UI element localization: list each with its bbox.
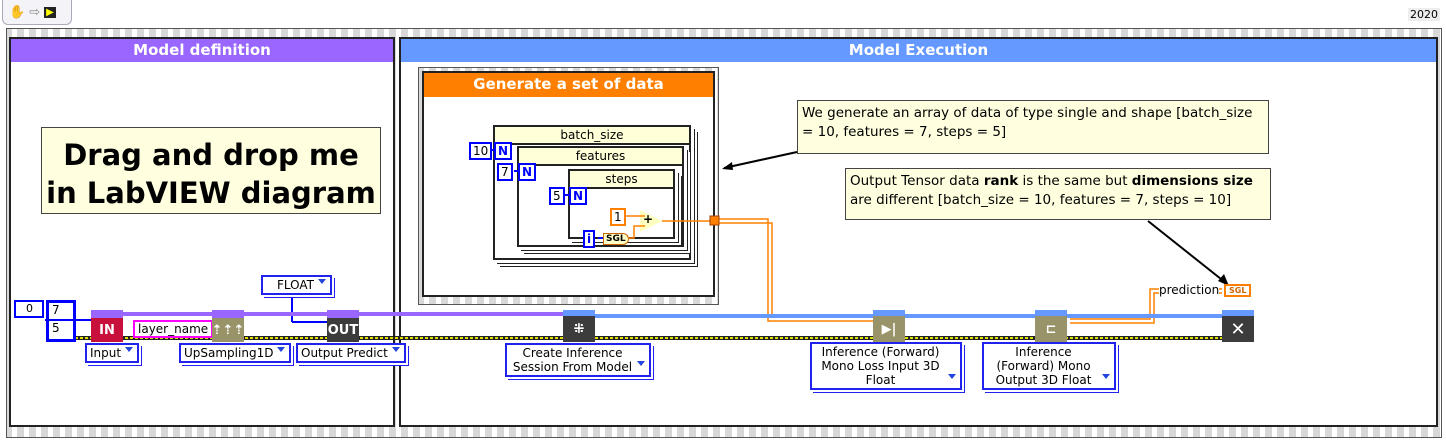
shape-value[interactable]: 7 — [49, 303, 73, 321]
forward-output-selector[interactable]: Inference (Forward) Mono Output 3D Float — [982, 342, 1116, 390]
features-constant[interactable]: 7 — [497, 163, 513, 181]
prediction-label: prediction — [1159, 283, 1220, 297]
count-terminal: N — [518, 163, 537, 181]
count-terminal: N — [569, 187, 588, 205]
hand-tool-icon[interactable]: ✋ — [9, 4, 26, 20]
note-bold: rank — [983, 173, 1019, 189]
output-layer-icon[interactable]: OUT — [327, 310, 359, 342]
one-constant[interactable]: 1 — [610, 208, 626, 226]
upsampling-layer-icon[interactable]: ⇡⇡⇡ — [212, 310, 244, 342]
release-session-icon[interactable]: ✕ — [1222, 310, 1254, 342]
loop-tunnel — [709, 215, 720, 226]
output-shape-note: Output Tensor data rank is the same but … — [845, 168, 1271, 220]
frame-title: Model Execution — [401, 39, 1436, 62]
add-label: + — [643, 212, 654, 226]
steps-constant[interactable]: 5 — [549, 187, 565, 205]
layer-name-constant[interactable]: layer_name — [133, 320, 214, 338]
loop-label: steps — [570, 171, 673, 189]
prediction-indicator[interactable]: SGL — [1224, 284, 1252, 297]
labview-vi-icon[interactable]: ▶ — [44, 6, 56, 18]
iteration-terminal: i — [583, 230, 596, 248]
drag-drop-note: Drag and drop me in LabVIEW diagram — [41, 127, 381, 214]
forward-output-icon[interactable]: ⊏ — [1035, 310, 1067, 342]
forward-loss-icon[interactable]: ▶| — [873, 310, 905, 342]
array-index-display[interactable]: 0 — [14, 300, 44, 318]
frame-title: Generate a set of data — [424, 73, 713, 97]
add-function-icon — [640, 210, 662, 232]
note-text: are different [batch_size = 10, features… — [850, 192, 1232, 208]
upsampling-selector[interactable]: UpSampling1D — [179, 343, 292, 363]
data-shape-note: We generate an array of data of type sin… — [797, 100, 1269, 154]
input-selector[interactable]: Input — [85, 343, 140, 363]
output-selector[interactable]: Output Predict — [296, 343, 406, 363]
count-terminal: N — [494, 142, 513, 160]
create-session-icon[interactable]: ⁜ — [563, 310, 595, 342]
arrow-right-icon[interactable]: ⇨ — [29, 4, 41, 20]
loop-label: features — [519, 148, 682, 166]
note-text: Output Tensor data — [850, 173, 984, 189]
input-layer-icon[interactable]: IN — [91, 310, 123, 342]
batch-size-constant[interactable]: 10 — [469, 142, 493, 160]
frame-title: Model definition — [11, 39, 393, 62]
create-session-selector[interactable]: Create Inference Session From Model — [505, 343, 651, 377]
note-text: is the same but — [1018, 173, 1132, 189]
to-single-conversion: SGL — [603, 233, 629, 245]
version-label: 2020 — [1408, 8, 1440, 21]
shape-array-control[interactable]: 7 5 — [46, 300, 76, 342]
loop-label: batch_size — [495, 127, 689, 145]
float-type-selector[interactable]: FLOAT — [261, 275, 333, 295]
toolbar: ✋ ⇨ ▶ — [2, 0, 72, 25]
forward-loss-selector[interactable]: Inference (Forward) Mono Loss Input 3D F… — [810, 342, 962, 390]
note-bold: dimensions size — [1131, 173, 1253, 189]
shape-value[interactable]: 5 — [52, 321, 60, 335]
